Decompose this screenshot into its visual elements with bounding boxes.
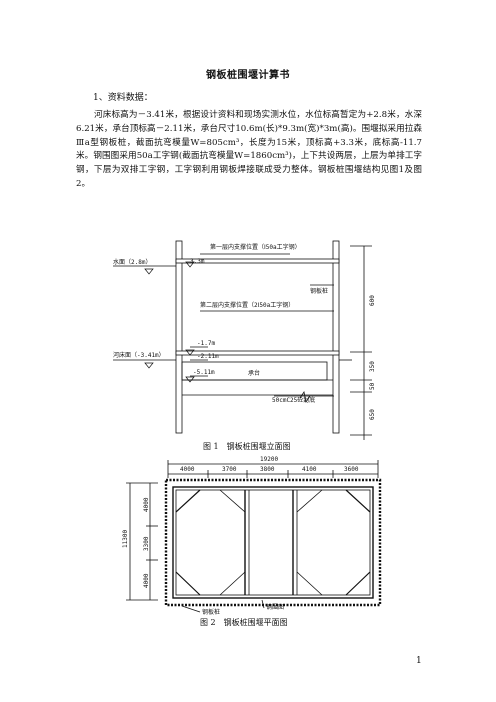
right-sheet-pile — [332, 240, 340, 434]
dim-top-2: 3700 — [222, 466, 237, 473]
sheet-pile-ring — [164, 478, 382, 607]
page-number: 1 — [416, 656, 422, 666]
total-width-dim: 19200 — [260, 456, 278, 463]
sheet-pile-label: 钢板桩 — [310, 287, 328, 295]
dim-top-3: 3800 — [260, 466, 275, 473]
dim-650: 650 — [369, 409, 376, 420]
second-brace — [175, 350, 340, 356]
dim-top-5: 3600 — [344, 466, 359, 473]
dim-left-3: 4000 — [143, 573, 150, 588]
left-sheet-pile — [175, 240, 183, 434]
steel-frame — [172, 486, 374, 599]
first-brace-label: 第一层内支撑位置（Ⅰ50a工字钢） — [210, 243, 301, 251]
dim-600: 600 — [369, 295, 376, 306]
dim-top-4: 4100 — [302, 466, 317, 473]
total-height-dim: 11300 — [122, 530, 129, 548]
water-level-label: 水面（2.8m） — [113, 258, 151, 266]
section-heading: 1、资料数据： — [93, 93, 153, 103]
figure1-caption: 图 1 钢板桩围堰立面图 — [203, 442, 291, 451]
elevation-neg1-7: -1.7m — [197, 340, 215, 347]
top-elevation-label: 3.3m — [190, 258, 205, 265]
dim-50: 50 — [369, 382, 376, 390]
document-title: 钢板桩围堰计算书 — [206, 70, 290, 81]
paragraph: 河床标高为－3.41米，根据设计资料和现场实测水位，水位标高暂定为+2.8米，水… — [76, 110, 422, 189]
elevation-neg5-11: -5.11m — [193, 369, 215, 376]
dim-left-2: 3300 — [143, 536, 150, 551]
dim-top-1: 4000 — [180, 466, 195, 473]
cap-label: 承台 — [248, 369, 260, 377]
sheet-pile-plan-label: 钢板桩 — [202, 608, 220, 616]
first-brace — [175, 258, 340, 264]
seal-label: 50cmC25砼封底 — [272, 396, 315, 404]
dim-left-1: 4000 — [143, 497, 150, 512]
riverbed-label: 河床面（-3.41m） — [113, 351, 165, 359]
figure2-caption: 图 2 钢板桩围堰平面图 — [200, 618, 288, 627]
body-text: 河床标高为－3.41米，根据设计资料和现场实测水位，水位标高暂定为+2.8米，水… — [76, 109, 422, 192]
frame-plan-label: 钢围图 — [266, 603, 284, 611]
second-brace-label: 第二层内支撑位置（2Ⅰ50a工字钢） — [200, 301, 294, 309]
dim-350: 350 — [369, 361, 376, 372]
elevation-neg2-11: -2.11m — [197, 353, 219, 360]
